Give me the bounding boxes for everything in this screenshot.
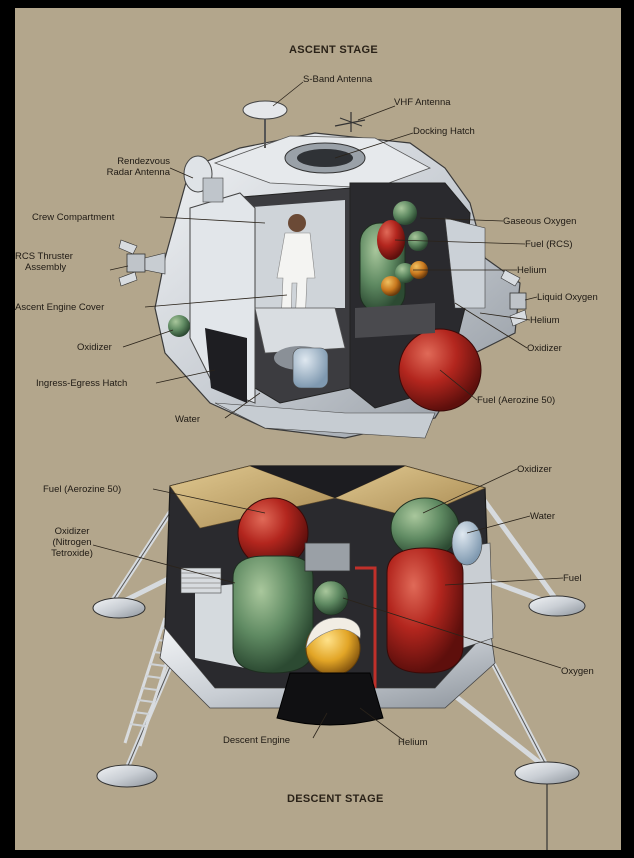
lunar-module-illustration [15,8,621,850]
label-water-descent: Water [530,511,555,522]
label-ox-line-1: Oxidizer [41,526,103,537]
label-vhf-antenna: VHF Antenna [394,97,451,108]
label-helium-upper: Helium [517,265,547,276]
label-fuel-descent: Fuel [563,573,581,584]
label-rendezvous-radar-antenna: Rendezvous Radar Antenna [70,156,170,178]
label-helium-descent: Helium [398,737,428,748]
descent-grille [181,568,221,593]
label-oxidizer-left: Oxidizer [77,342,112,353]
label-ox-line-2: (Nitrogen [41,537,103,548]
label-oxidizer-descent: Oxidizer [517,464,552,475]
label-ox-line-3: Tetroxide) [41,548,103,559]
label-rendezvous-line-1: Rendezvous [70,156,170,167]
diagram-frame: ASCENT STAGE S-Band Antenna VHF Antenna … [15,8,621,850]
label-ascent-engine-cover: Ascent Engine Cover [15,302,104,313]
label-fuel-aerozine-descent: Fuel (Aerozine 50) [43,484,121,495]
label-ingress-egress-hatch: Ingress-Egress Hatch [36,378,127,389]
label-fuel-rcs: Fuel (RCS) [525,239,573,250]
rcs-thruster-left [119,240,165,286]
descent-stage-title: DESCENT STAGE [287,793,384,805]
label-rendezvous-line-2: Radar Antenna [70,167,170,178]
label-crew-compartment: Crew Compartment [32,212,114,223]
label-liquid-oxygen: Liquid Oxygen [537,292,598,303]
label-fuel-aerozine-ascent: Fuel (Aerozine 50) [477,395,555,406]
label-s-band-antenna: S-Band Antenna [303,74,372,85]
label-rcs-line-1: RCS Thruster [15,251,73,262]
label-oxidizer-nitrogen-tetroxide: Oxidizer (Nitrogen Tetroxide) [41,526,103,559]
label-oxidizer-right: Oxidizer [527,343,562,354]
label-descent-engine: Descent Engine [223,735,290,746]
label-rcs-line-2: Assembly [15,262,73,273]
label-helium-lower: Helium [530,315,560,326]
label-docking-hatch: Docking Hatch [413,126,475,137]
ascent-stage-art [119,101,527,438]
label-water-ascent: Water [175,414,200,425]
label-rcs-thruster-assembly: RCS Thruster Assembly [15,251,73,273]
ascent-stage-title: ASCENT STAGE [289,44,378,56]
label-gaseous-oxygen: Gaseous Oxygen [503,216,576,227]
label-oxygen: Oxygen [561,666,594,677]
